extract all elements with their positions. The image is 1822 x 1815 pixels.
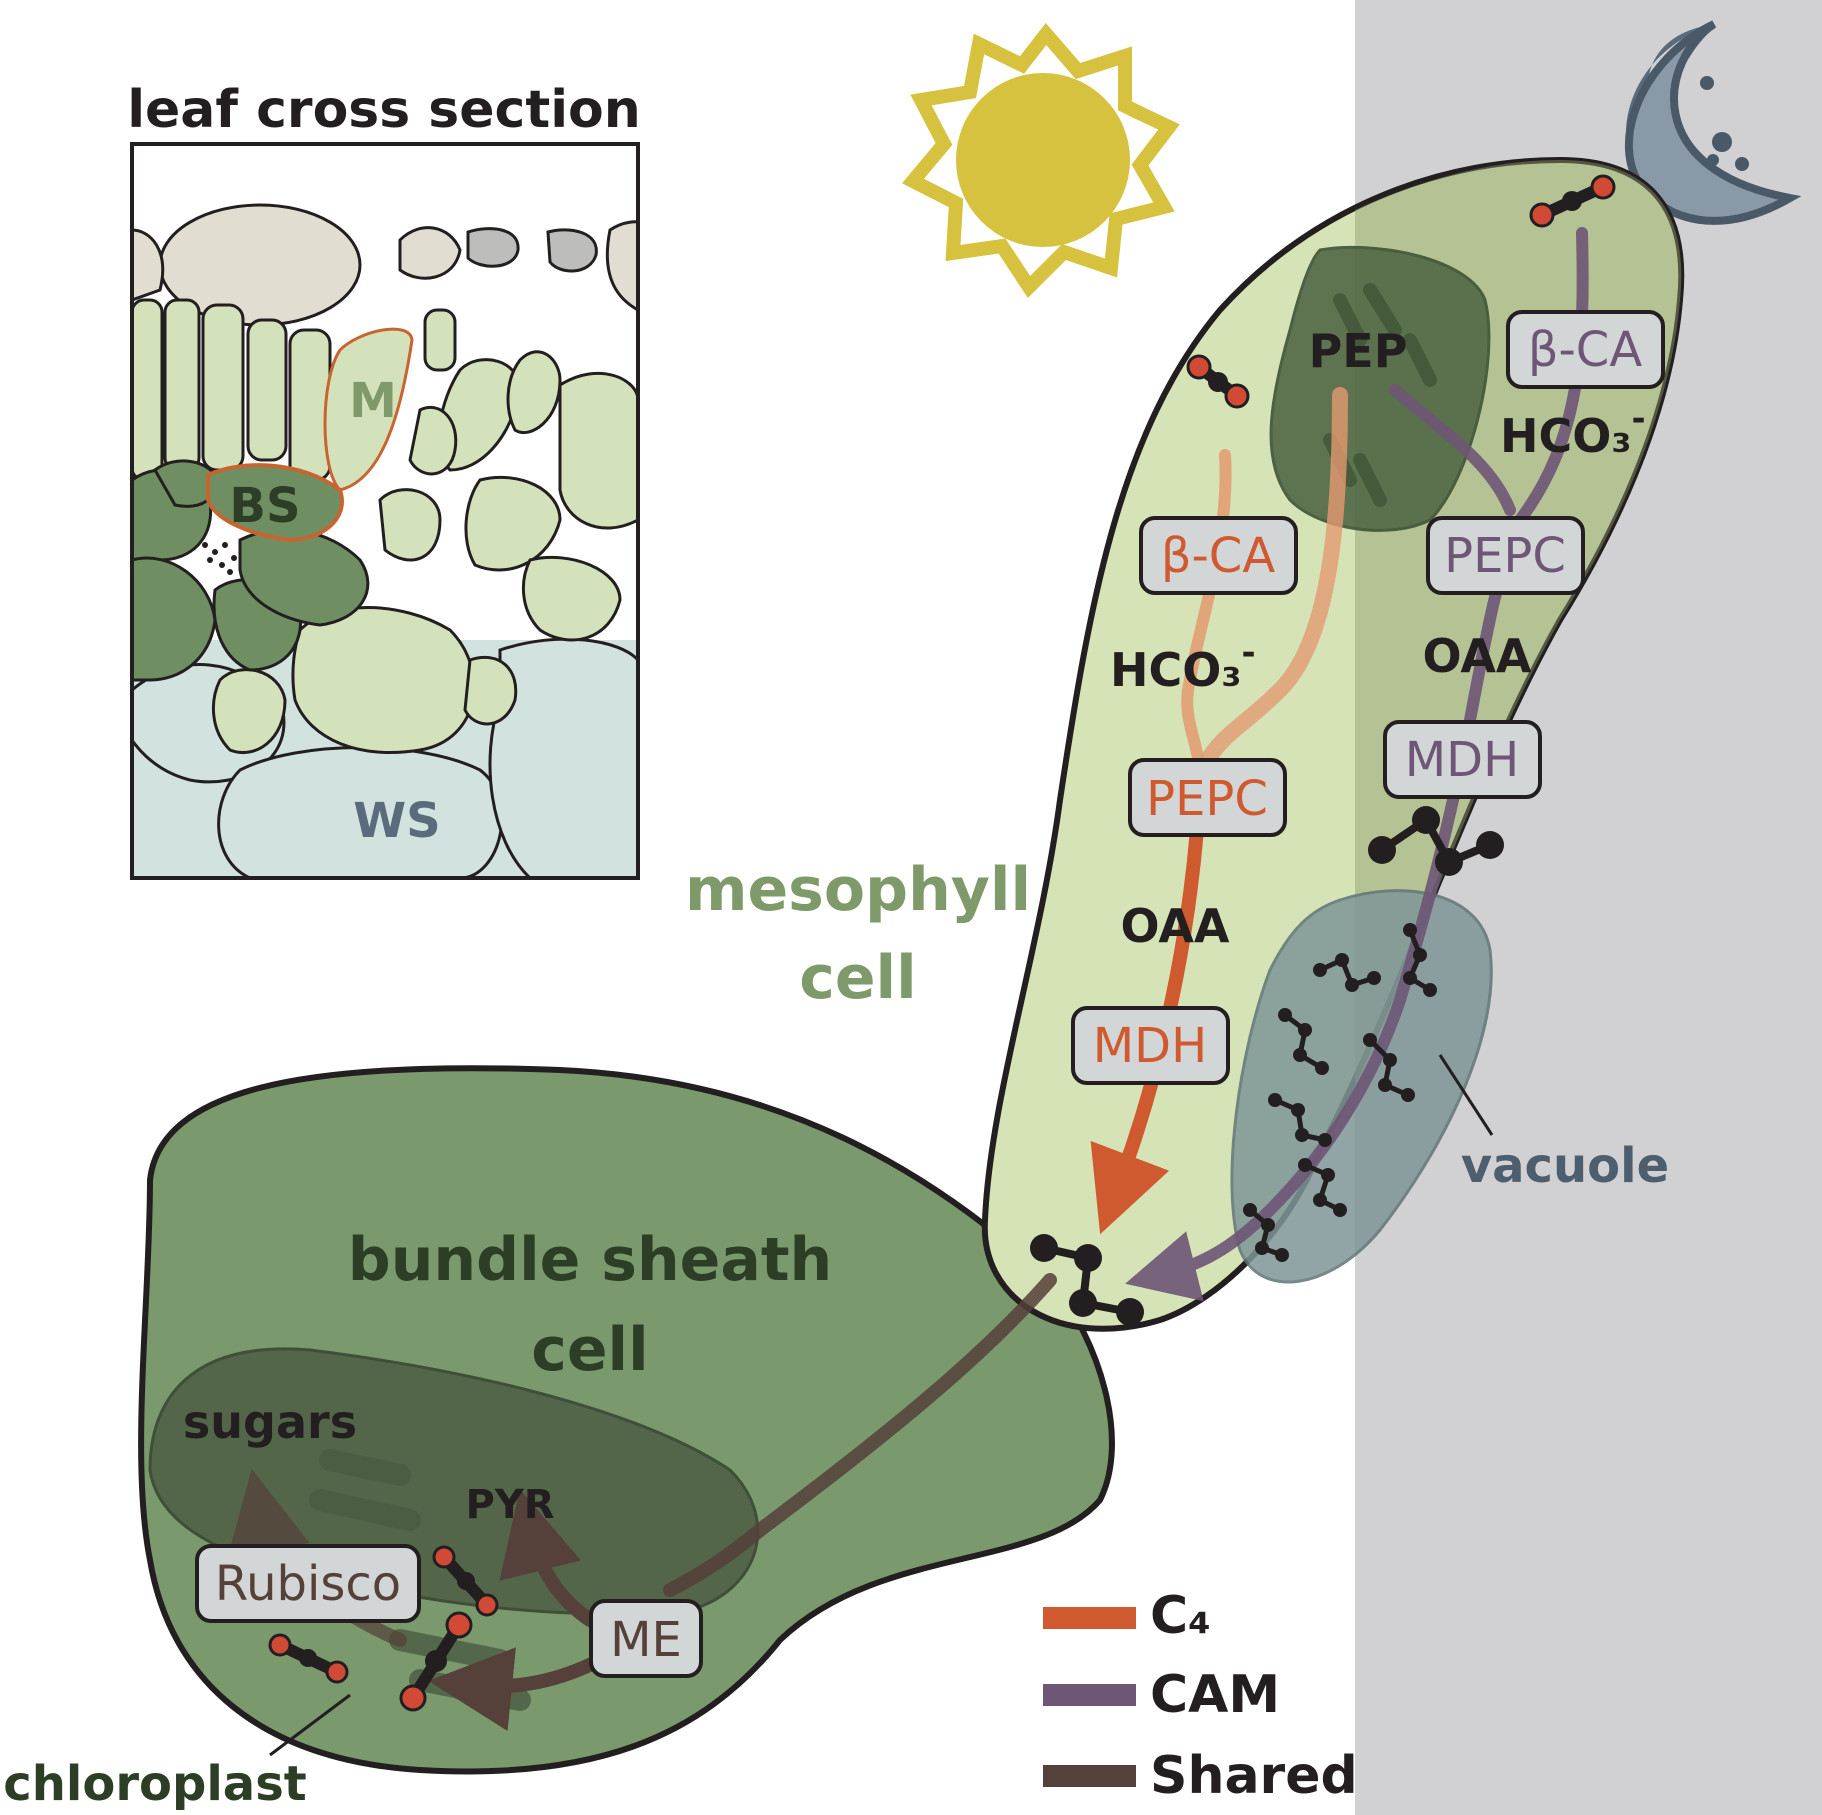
bundle-sheath-title: bundle sheath xyxy=(348,1225,832,1295)
mesophyll-chloroplast xyxy=(1269,246,1491,532)
legend-label-cam: CAM xyxy=(1150,1665,1280,1725)
co2-molecule-icon xyxy=(399,1611,473,1712)
me-box: ME xyxy=(589,1599,703,1678)
mesophyll-title: mesophyll xyxy=(685,855,1031,925)
svg-text:MDH: MDH xyxy=(1093,1018,1207,1074)
malate-molecule-icon xyxy=(1030,1234,1144,1326)
c4-oaa-label: OAA xyxy=(1120,899,1229,953)
svg-text:PEPC: PEPC xyxy=(1444,528,1566,584)
cam-beta-ca-box: β-CA xyxy=(1506,310,1665,389)
cam-hco3-label: HCO₃- xyxy=(1500,399,1646,463)
svg-text:MDH: MDH xyxy=(1405,732,1519,788)
cam-pepc-box: PEPC xyxy=(1426,516,1585,595)
leaf-cross-section-inset: M BS WS xyxy=(132,144,638,878)
c4-hco3-label: HCO₃- xyxy=(1110,633,1256,697)
co2-molecule-icon xyxy=(1186,354,1250,409)
sun-icon xyxy=(901,22,1180,299)
legend-label-shared: Shared xyxy=(1150,1746,1358,1806)
co2-molecule-icon xyxy=(1529,174,1616,228)
svg-text:β-CA: β-CA xyxy=(1528,322,1642,378)
mesophyll-title-line2: cell xyxy=(799,943,916,1013)
chloroplast-pointer xyxy=(269,1693,351,1757)
pep-label: PEP xyxy=(1309,324,1408,378)
cam-mdh-box: MDH xyxy=(1383,720,1542,799)
inset-frame xyxy=(130,142,640,880)
vacuole-label: vacuole xyxy=(1461,1138,1669,1194)
legend-swatch-c4 xyxy=(1043,1607,1136,1629)
pyr-label: PYR xyxy=(465,1482,554,1528)
malate-molecule-icon xyxy=(1368,806,1504,876)
svg-text:ME: ME xyxy=(610,1612,682,1668)
inset-label-bs: BS xyxy=(229,478,300,534)
legend-label-c4: C₄ xyxy=(1150,1586,1211,1646)
sugars-label: sugars xyxy=(183,1395,357,1449)
legend-swatch-cam xyxy=(1043,1684,1136,1706)
chloroplast-label: chloroplast xyxy=(3,1756,306,1812)
c4-pepc-box: PEPC xyxy=(1128,758,1287,837)
inset-label-m: M xyxy=(349,373,397,429)
legend: C₄ CAM Shared xyxy=(1043,1586,1358,1806)
inset-title: leaf cross section xyxy=(127,80,641,140)
co2-molecule-icon xyxy=(268,1633,349,1684)
svg-text:β-CA: β-CA xyxy=(1161,528,1275,584)
bundle-sheath-title-line2: cell xyxy=(531,1315,648,1385)
moon-icon xyxy=(1624,20,1802,225)
cam-oaa-label: OAA xyxy=(1422,629,1531,683)
c4-beta-ca-box: β-CA xyxy=(1139,516,1298,595)
co2-molecule-icon xyxy=(432,1545,499,1617)
legend-swatch-shared xyxy=(1043,1765,1136,1787)
rubisco-box: Rubisco xyxy=(195,1544,421,1623)
svg-text:PEPC: PEPC xyxy=(1146,771,1268,827)
c4-mdh-box: MDH xyxy=(1071,1006,1230,1085)
vacuole-malate-molecules xyxy=(1243,923,1437,1262)
vacuole-pointer xyxy=(1438,1054,1494,1136)
inset-label-ws: WS xyxy=(353,793,441,849)
svg-text:Rubisco: Rubisco xyxy=(215,1556,401,1612)
